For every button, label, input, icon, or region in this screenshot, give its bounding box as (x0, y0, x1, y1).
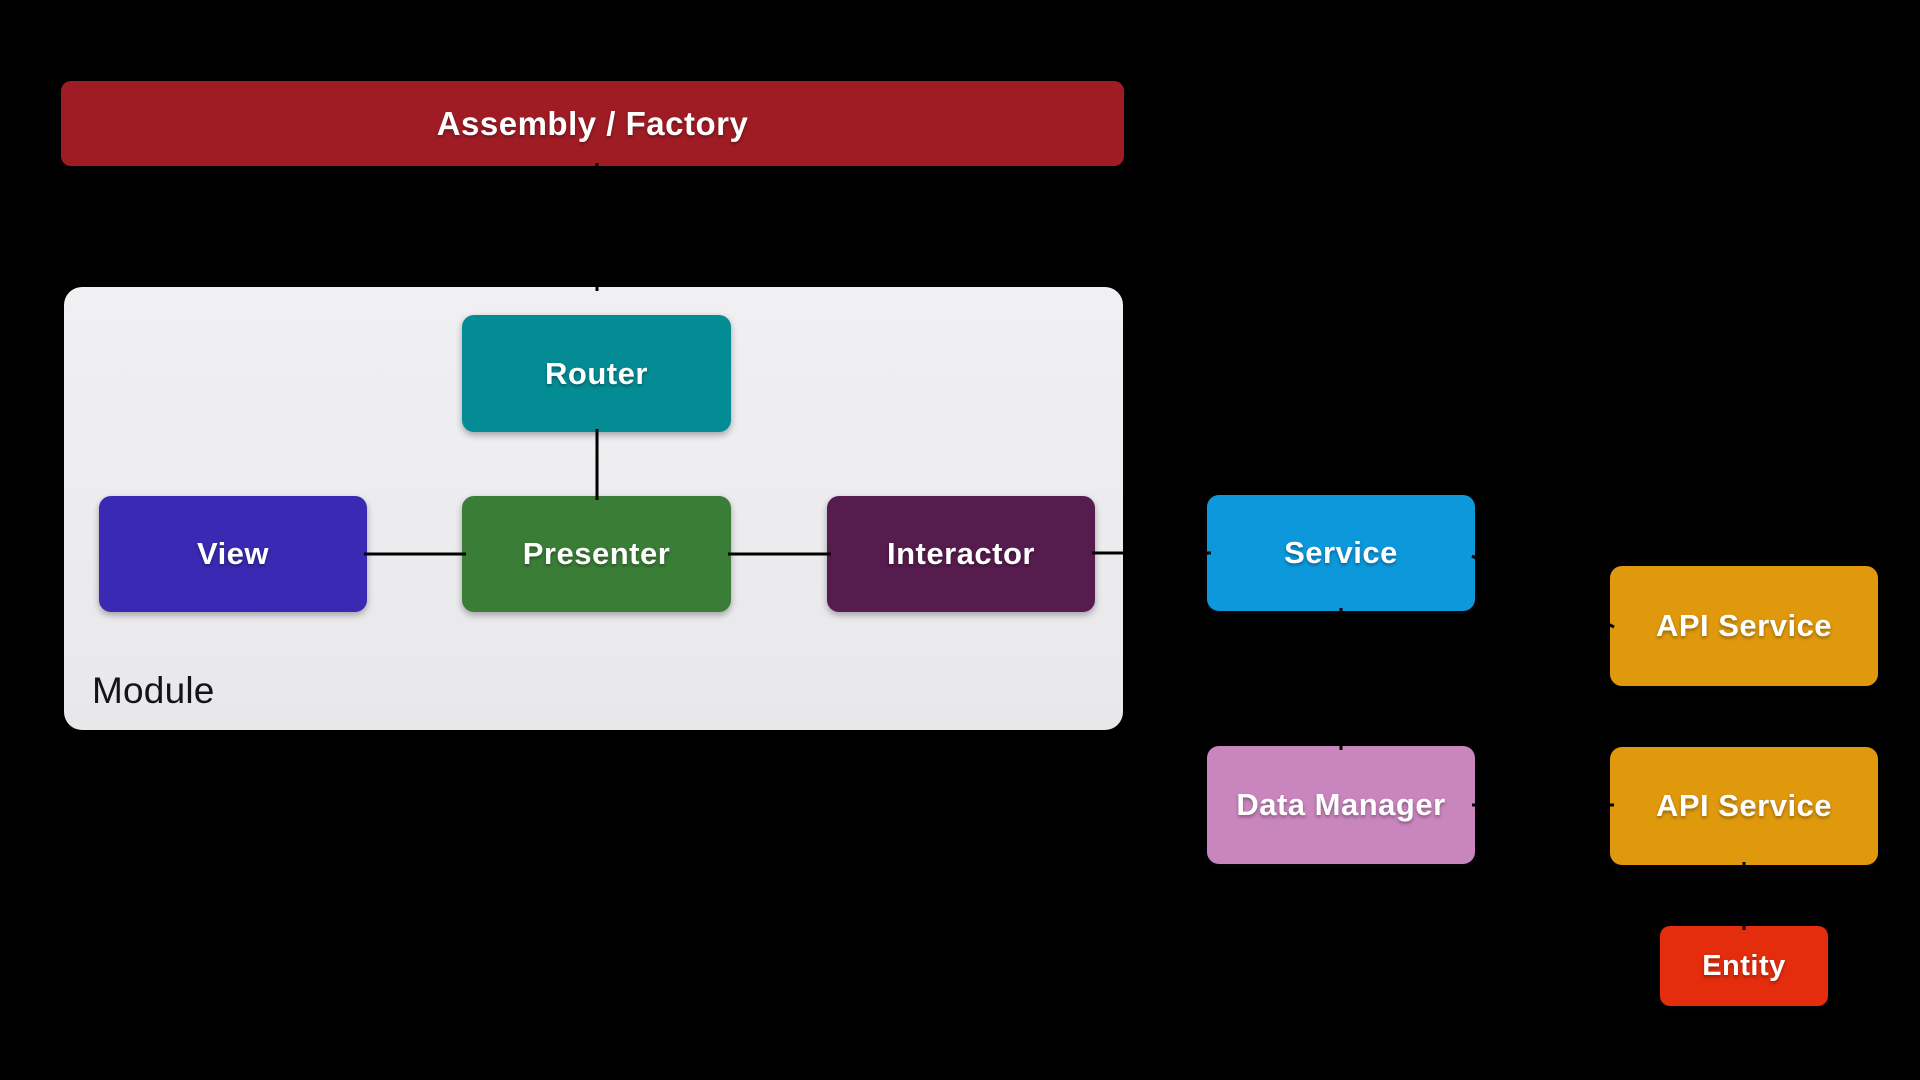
interactor-label: Interactor (887, 536, 1035, 571)
assembly-factory-box: Assembly / Factory (61, 81, 1124, 166)
api-service-box-2: API Service (1610, 747, 1878, 865)
connector-service-apiservice1 (1471, 554, 1615, 629)
view-box: View (99, 496, 367, 612)
service-label: Service (1284, 535, 1398, 570)
router-label: Router (545, 355, 648, 391)
entity-box: Entity (1660, 926, 1828, 1006)
api-service-label-2: API Service (1655, 788, 1833, 823)
view-label: View (196, 536, 270, 571)
assembly-factory-label: Assembly / Factory (436, 104, 749, 142)
presenter-label: Presenter (522, 536, 671, 571)
presenter-box: Presenter (462, 496, 731, 612)
api-service-label-1: API Service (1655, 608, 1833, 643)
interactor-box: Interactor (827, 496, 1095, 612)
data-manager-box: Data Manager (1207, 746, 1475, 864)
router-box: Router (462, 315, 731, 432)
api-service-box-1: API Service (1610, 566, 1878, 686)
module-label: Module (92, 670, 215, 711)
service-box: Service (1207, 495, 1475, 611)
data-manager-label: Data Manager (1236, 787, 1446, 822)
entity-label: Entity (1702, 949, 1786, 982)
